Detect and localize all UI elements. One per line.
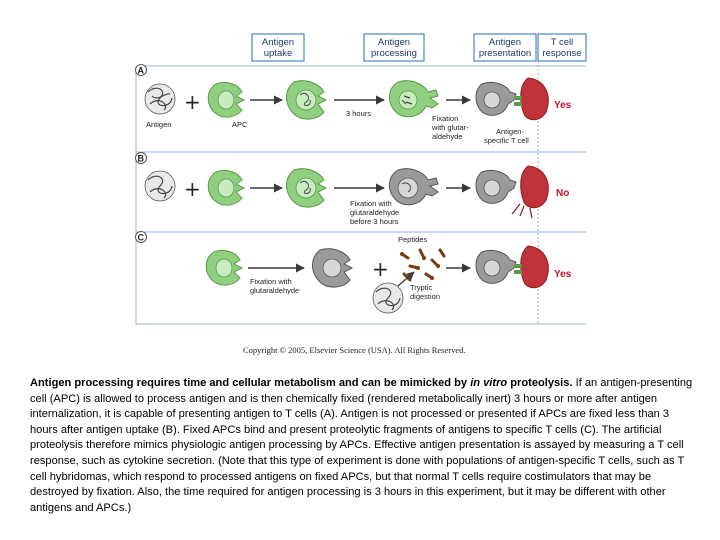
header-response-line2: response <box>542 48 581 59</box>
tryptic-label-line1: Tryptic <box>410 283 432 292</box>
tcell-label-line1: Antigen- <box>496 127 524 136</box>
antigen-label: Antigen <box>146 120 171 129</box>
fixation-a-line3: aldehyde <box>432 132 462 141</box>
tryptic-label-line2: digestion <box>410 292 440 301</box>
time-label: 3 hours <box>346 109 371 118</box>
result-c: Yes <box>554 269 572 280</box>
panel-b: B + Fixation with glutaraldehyde before … <box>135 152 569 226</box>
plus-sign-b: + <box>184 177 201 201</box>
apc-label: APC <box>232 120 248 129</box>
panel-b-badge <box>135 152 147 164</box>
fixation-c-line1: Fixation with <box>250 277 292 286</box>
copyright-notice: Copyright © 2005, Elsevier Science (USA)… <box>243 345 465 355</box>
column-headers: Antigen uptake Antigen processing Antige… <box>251 33 587 62</box>
t-cell-b <box>511 165 549 219</box>
fixation-c-line2: glutaraldehyde <box>250 286 299 295</box>
fixed-apc-b-mid <box>389 168 439 206</box>
header-presentation-line2: presentation <box>479 48 531 59</box>
figure-caption: Antigen processing requires time and cel… <box>30 376 694 516</box>
fixation-b-line2: glutaraldehyde <box>350 208 399 217</box>
header-processing-line2: processing <box>371 48 417 59</box>
fixed-apc-c <box>475 249 517 284</box>
header-box-processing <box>363 33 425 62</box>
panel-a-letter: A <box>138 66 145 76</box>
caption-bold-prefix: Antigen processing requires time and cel… <box>30 377 471 389</box>
apc-processing <box>389 80 439 118</box>
header-presentation-line1: Antigen <box>489 37 521 48</box>
panel-b-letter: B <box>138 154 145 164</box>
header-uptake-line2: uptake <box>264 48 293 59</box>
apc-with-antigen <box>286 80 328 120</box>
apc-cell-b <box>207 169 246 206</box>
caption-bold-italic: in vitro <box>470 377 508 389</box>
fixation-b-line3: before 3 hours <box>350 217 399 226</box>
fixation-b-line1: Fixation with <box>350 199 392 208</box>
result-b: No <box>556 188 569 199</box>
fixed-apc-a <box>475 81 517 116</box>
antigen-tangle <box>144 83 176 115</box>
caption-body: If an antigen-presenting cell (APC) is a… <box>30 377 693 514</box>
t-cell-a <box>514 77 549 121</box>
header-uptake-line1: Antigen <box>262 37 294 48</box>
caption-bold-suffix: proteolysis. <box>507 377 573 389</box>
plus-sign-c: + <box>372 257 389 281</box>
peptides-label: Peptides <box>398 235 427 244</box>
header-box-uptake <box>251 33 305 62</box>
panel-frames <box>135 61 586 325</box>
header-processing-line1: Antigen <box>378 37 410 48</box>
panel-a-badge <box>135 64 147 76</box>
header-box-response <box>537 33 587 62</box>
panel-c: C Fixation with glutaraldehyde + Peptide… <box>135 231 572 314</box>
apc-cell <box>207 81 246 118</box>
apc-cell-c <box>205 249 244 286</box>
antigen-tangle-c <box>372 282 404 314</box>
arrow-c-digestion <box>397 271 415 287</box>
fixed-apc-c-mid <box>312 248 354 288</box>
plus-sign: + <box>184 90 201 114</box>
apc-with-antigen-b <box>286 168 328 208</box>
panel-c-letter: C <box>138 233 145 243</box>
t-cell-c <box>514 245 549 289</box>
fixation-a-line1: Fixation <box>432 114 458 123</box>
header-response-line1: T cell <box>551 37 574 48</box>
header-box-presentation <box>473 33 537 62</box>
panel-a: A Antigen + APC 3 hours Fixatio <box>135 64 572 145</box>
fixation-a-line2: with glutar- <box>431 123 469 132</box>
panel-c-badge <box>135 231 147 243</box>
result-a: Yes <box>554 100 572 111</box>
fixed-apc-b <box>475 169 517 204</box>
peptide-fragments <box>400 248 446 282</box>
antigen-processing-figure: Antigen uptake Antigen processing Antige… <box>135 33 587 355</box>
antigen-tangle-b <box>144 170 176 202</box>
panel-c-frame <box>135 232 586 325</box>
tcell-label-line2: specific T cell <box>484 136 529 145</box>
